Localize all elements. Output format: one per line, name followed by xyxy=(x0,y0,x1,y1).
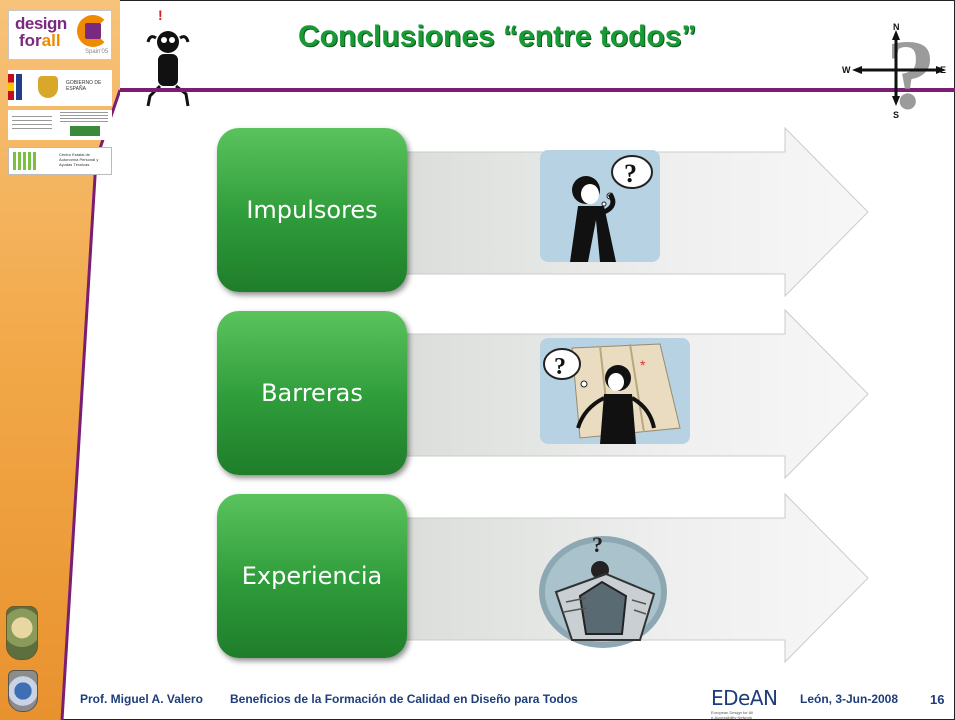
university-crest-icon xyxy=(8,670,38,712)
edean-sub2: e-Accessibility Network xyxy=(711,715,753,720)
secretaria-text-lines xyxy=(60,112,108,122)
svg-text:?: ? xyxy=(624,159,637,188)
man-reading-image: ? xyxy=(539,532,667,648)
label-box-impulsores: Impulsores xyxy=(217,128,407,292)
svg-text:!: ! xyxy=(158,8,163,23)
svg-text:?: ? xyxy=(592,532,603,557)
ceapat-logo: Centro Estatal de Autonomía Personal y A… xyxy=(8,147,112,175)
title-divider xyxy=(120,88,955,92)
compass-n: N xyxy=(893,22,900,32)
compass-e: E xyxy=(940,65,946,75)
label-impulsores: Impulsores xyxy=(246,196,378,224)
label-box-barreras: Barreras xyxy=(217,311,407,475)
coat-of-arms-icon xyxy=(38,76,58,98)
thinking-man-image: ? xyxy=(540,150,660,262)
confused-mascot-icon: ! xyxy=(146,8,190,107)
logo-tag: Spain'05 xyxy=(85,49,109,55)
city-crest-icon xyxy=(6,606,38,660)
footer-author: Prof. Miguel A. Valero xyxy=(80,692,203,706)
logo-square-shape xyxy=(85,23,101,39)
label-experiencia: Experiencia xyxy=(241,562,383,590)
label-box-experiencia: Experiencia xyxy=(217,494,407,658)
ceapat-text: Centro Estatal de Autonomía Personal y A… xyxy=(59,152,99,167)
logo-line2b: all xyxy=(41,31,61,50)
ceapat-icon xyxy=(13,152,37,170)
imserso-logo xyxy=(70,126,100,136)
footer-course: Beneficios de la Formación de Calidad en… xyxy=(230,692,578,706)
edean-logo-text: EDeAN xyxy=(711,686,778,710)
logo-c-shape xyxy=(77,15,109,47)
svg-text:*: * xyxy=(640,357,646,373)
eu-flag-icon xyxy=(16,74,22,100)
label-barreras: Barreras xyxy=(261,379,363,407)
man-with-map-image: * ? xyxy=(540,338,690,444)
edean-sub1: European Design for All xyxy=(711,710,754,715)
ministry-logos xyxy=(8,110,112,140)
gobierno-logo: GOBIERNO DE ESPAÑA xyxy=(8,70,112,106)
compass-question-icon: ? N S W E xyxy=(842,22,946,120)
sidebar: design forall Spain'05 GOBIERNO DE ESPAÑ… xyxy=(0,0,120,720)
design-for-all-logo: design forall Spain'05 xyxy=(8,10,112,60)
ministry-text-lines xyxy=(12,116,52,132)
compass-s: S xyxy=(893,110,899,120)
logo-line2a: for xyxy=(19,31,42,50)
page-number: 16 xyxy=(930,692,945,707)
compass-w: W xyxy=(842,65,851,75)
edean-logo: EDeAN European Design for All e-Accessib… xyxy=(711,686,778,720)
gobierno-text: GOBIERNO DE ESPAÑA xyxy=(66,80,102,92)
footer-place-date: León, 3-Jun-2008 xyxy=(800,692,899,706)
svg-text:?: ? xyxy=(554,354,566,380)
slide-title: Conclusiones “entre todos” xyxy=(298,20,697,53)
logo-line1: design xyxy=(15,14,67,33)
flag-icon xyxy=(8,74,14,100)
logo-line2: forall xyxy=(19,31,61,51)
